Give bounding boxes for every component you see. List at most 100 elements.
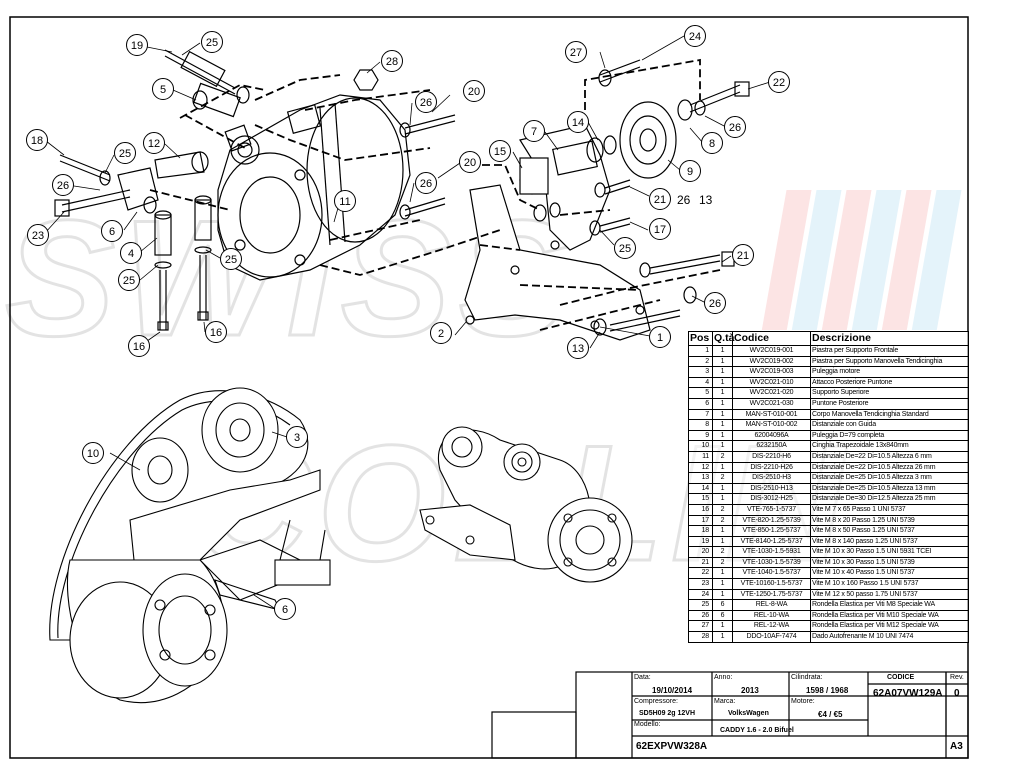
cell-qty: 1 [712,578,733,590]
cell-descrizione: Supporto Superiore [810,387,969,399]
cell-codice: DIS-2510-H13 [732,482,811,495]
balloon-number: 26 [420,178,432,190]
balloon-21: 21 [732,244,754,266]
balloon-number: 6 [109,226,115,238]
part-balloons: 1234566789101112131415161617181920202121… [26,25,790,620]
balloon-number: 23 [32,230,44,242]
cell-qty: 1 [712,366,733,378]
balloon-number: 4 [128,248,134,260]
cell-pos: 25 [688,599,713,611]
balloon-number: 18 [31,135,43,147]
cell-qty: 2 [712,503,733,516]
washers-and-screws-right [533,179,735,336]
cell-pos: 19 [688,535,713,548]
cell-descrizione: Puleggia motore [810,366,969,378]
balloon-number: 16 [133,341,145,353]
balloon-number: 25 [123,275,135,287]
cell-codice: VTE-1030-1.5-5931 [732,546,811,558]
balloon-17: 17 [649,218,671,240]
balloon-26: 26 [415,91,437,113]
cell-pos: 11 [688,450,713,463]
cell-descrizione: Distanziale De=25 Di=10.5 Altezza 3 mm [810,472,969,484]
drawing-number: 62EXPVW328A [636,741,708,752]
brand-value: VolksWagen [728,710,769,717]
cell-codice: REL-8-WA [732,599,811,611]
cell-codice: VTE-1250-1.75-5737 [732,588,811,601]
cell-pos: 1 [688,345,713,357]
cell-codice: DIS-2510-H3 [732,472,811,484]
cell-codice: VTE-10160-1.5-5737 [732,578,811,590]
cell-descrizione: Cinghia Trapezoidale 13x840mm [810,440,969,452]
balloon-circle [614,237,636,259]
cell-qty: 6 [712,609,733,622]
cell-codice: VTE-850-1.25-5737 [732,525,811,537]
balloon-number: 19 [131,40,143,52]
cell-codice: WV2C021-030 [732,397,811,410]
balloon-circle [52,174,74,196]
displacement-label: Cilindrata: [791,674,823,681]
balloon-14: 14 [567,111,589,133]
cell-descrizione: Vite M 8 x 50 Passo 1.25 UNI 5737 [810,525,969,537]
cell-qty: 1 [712,631,733,643]
balloon-5: 5 [152,78,174,100]
balloon-circle [114,142,136,164]
cell-pos: 16 [688,503,713,516]
tensioner-pulley [552,59,750,179]
cell-pos: 4 [688,376,713,389]
cell-pos: 10 [688,440,713,452]
cell-qty: 2 [712,556,733,569]
balloon-24: 24 [684,25,706,47]
year-label: Anno: [714,674,733,681]
balloon-22: 22 [768,71,790,93]
balloon-circle [430,322,452,344]
cell-codice: WV2C019-003 [732,366,811,378]
balloon-25: 25 [614,237,636,259]
balloon-number: 10 [87,448,99,460]
balloon-circle [459,151,481,173]
balloon-circle [684,25,706,47]
balloon-circle [489,140,511,162]
cell-descrizione: Vite M 12 x 50 passo 1.75 UNI 5737 [810,588,969,601]
balloon-number: 16 [210,327,222,339]
balloon-circle [286,426,308,448]
cell-descrizione: Distanziale De=22 Di=10.5 Altezza 26 mm [810,461,969,474]
cell-qty: 1 [712,588,733,601]
balloon-circle [679,160,701,182]
cell-qty: 2 [712,514,733,527]
cell-qty: 1 [712,525,733,537]
code-value: 62A07VW129A [873,688,943,699]
cell-descrizione: Rondella Elastica per Viti M8 Speciale W… [810,599,969,611]
cell-qty: 1 [712,387,733,399]
balloon-12: 12 [143,132,165,154]
cell-qty: 1 [712,408,733,421]
balloon-circle [205,321,227,343]
cell-descrizione: Vite M 10 x 40 Passo 1.5 UNI 5737 [810,567,969,580]
cell-pos: 20 [688,546,713,558]
cell-qty: 1 [712,429,733,442]
cell-qty: 1 [712,355,733,368]
balloon-11: 11 [334,190,356,212]
balloon-circle [768,71,790,93]
balloon-10: 10 [82,442,104,464]
cell-descrizione: Distanziale De=25 Di=10.5 Altezza 13 mm [810,482,969,495]
cell-descrizione: Attacco Posteriore Puntone [810,376,969,389]
balloon-2: 2 [430,322,452,344]
balloon-number: 22 [773,77,785,89]
cell-pos: 7 [688,408,713,421]
cell-qty: 1 [712,440,733,452]
balloon-circle [101,220,123,242]
cell-descrizione: Puntone Posteriore [810,397,969,410]
exploded-view [54,49,750,341]
cell-qty: 1 [712,620,733,633]
balloon-number: 26 [420,97,432,109]
